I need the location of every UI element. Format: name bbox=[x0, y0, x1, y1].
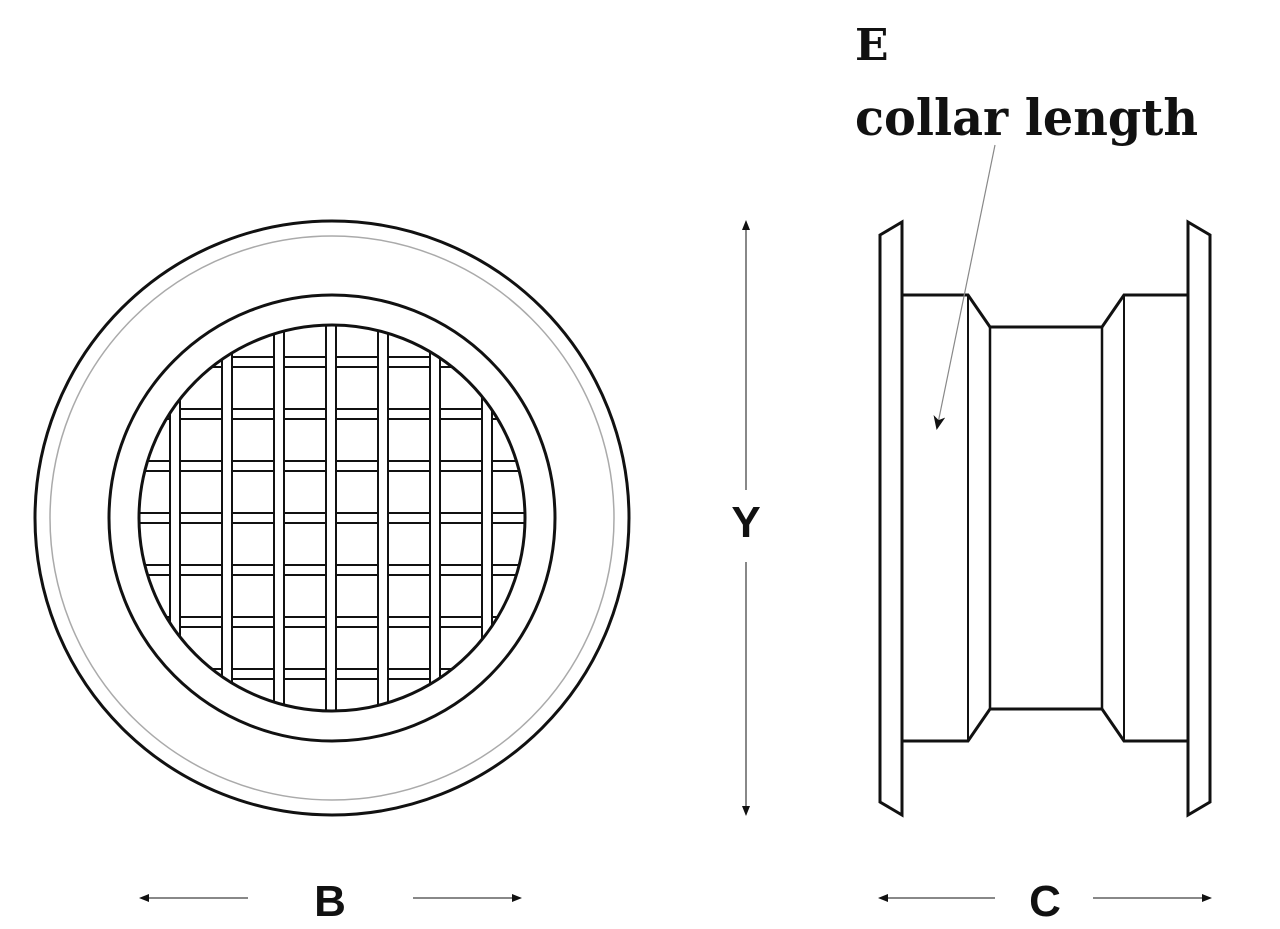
mesh-vertical-bar bbox=[481, 326, 493, 710]
collar-length-callout: E collar length bbox=[855, 20, 1198, 430]
dimension-c-label: C bbox=[1029, 877, 1061, 926]
mesh-vertical-bar bbox=[377, 326, 389, 710]
collar-length-leader-arrow bbox=[933, 144, 996, 430]
opening-circle bbox=[137, 323, 527, 713]
dimension-b: B bbox=[139, 877, 522, 926]
collar-circle bbox=[107, 293, 557, 743]
dimension-e-label: E bbox=[855, 20, 889, 71]
mesh-grille bbox=[140, 326, 524, 710]
mesh-vertical-bar bbox=[325, 326, 337, 710]
front-view bbox=[33, 219, 631, 817]
mesh-vertical-bar bbox=[273, 326, 285, 710]
mesh-vertical-bar bbox=[221, 326, 233, 710]
flange-rim-circle bbox=[49, 235, 615, 801]
right-flange bbox=[1186, 219, 1212, 818]
side-view bbox=[878, 219, 1212, 818]
outer-flange-circle bbox=[33, 219, 631, 817]
dimension-y: Y bbox=[731, 220, 761, 816]
mesh-vertical-bar bbox=[429, 326, 441, 710]
collar-length-label: collar length bbox=[855, 88, 1198, 147]
mesh-vertical-bar bbox=[169, 326, 181, 710]
dimension-c: C bbox=[878, 877, 1212, 926]
dimension-y-label: Y bbox=[731, 498, 760, 547]
left-flange bbox=[878, 219, 904, 818]
dimension-b-label: B bbox=[314, 877, 346, 926]
collar-outline bbox=[902, 293, 1188, 743]
